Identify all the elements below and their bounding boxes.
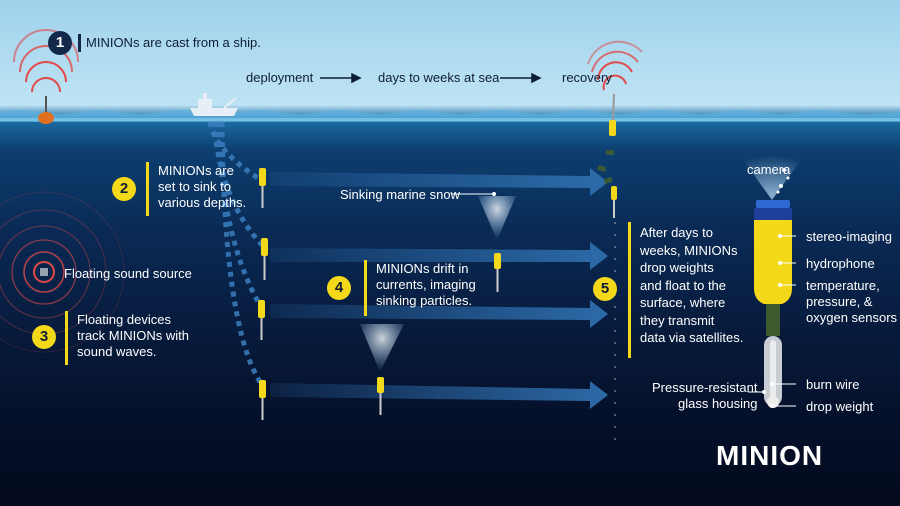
current-arrow-2: [270, 242, 608, 270]
recovery-float-icon: [587, 40, 643, 136]
drop-weight-label: drop weight: [806, 399, 874, 414]
timeline-deployment: deployment: [246, 70, 314, 85]
minion-floats: [258, 150, 617, 450]
step-3-text: Floating devices track MINIONs with soun…: [77, 312, 189, 359]
sinking-paths: [207, 121, 265, 387]
step-4-text: MINIONs drift in currents, imaging sinki…: [376, 261, 476, 308]
timeline-at-sea: days to weeks at sea: [378, 70, 500, 85]
step-3-badge: 3: [32, 325, 56, 349]
burn-wire-label: burn wire: [806, 377, 860, 392]
step-5-badge: 5: [593, 277, 617, 301]
ship-icon: [190, 93, 238, 116]
camera-label: camera: [747, 162, 791, 177]
minion-float-1: [259, 168, 266, 208]
step-1-badge: 1: [48, 31, 72, 55]
minion-device-diagram: [736, 150, 808, 408]
timeline-recovery: recovery: [562, 70, 612, 85]
glass-housing-label: Pressure-resistant glass housing: [652, 380, 758, 411]
step-3-bar: [65, 311, 68, 365]
minion-title: MINION: [716, 440, 824, 471]
step-5-bar: [628, 222, 631, 358]
step-1-bar: [78, 34, 81, 52]
step-5-text: After days to weeks, MINIONs drop weight…: [640, 225, 744, 345]
step-4-bar: [364, 260, 367, 316]
surface-highlight: [0, 118, 900, 121]
stereo-imaging-label: stereo-imaging: [806, 229, 892, 244]
buoy-left-icon: [13, 29, 79, 124]
device-callout-lines: [748, 234, 796, 408]
sound-source-icon: [40, 268, 48, 276]
minion-float-imaging-1: [494, 253, 501, 292]
current-arrow-1: [270, 168, 608, 196]
step-2-bar: [146, 162, 149, 216]
hydrophone-label: hydrophone: [806, 256, 875, 271]
minion-float-imaging-2: [377, 377, 384, 415]
marine-snow-label: Sinking marine snow: [340, 187, 460, 202]
step-1-text: MINIONs are cast from a ship.: [86, 35, 261, 50]
current-arrow-3: [270, 300, 608, 328]
step-2-badge: 2: [112, 177, 136, 201]
step-2-text: MINIONs are set to sink to various depth…: [158, 163, 247, 210]
marine-snow-pointer-dot: [492, 192, 496, 196]
minion-float-4: [259, 380, 266, 420]
minion-float-3: [258, 300, 265, 340]
current-arrow-4: [270, 381, 608, 409]
timeline-arrows: [320, 72, 542, 84]
sensors-label: temperature, pressure, & oxygen sensors: [806, 278, 898, 325]
minion-float-2: [261, 238, 268, 280]
step-4-badge: 4: [327, 276, 351, 300]
sound-source-label: Floating sound source: [64, 266, 192, 281]
current-arrows: [270, 168, 608, 409]
minion-float-rising-1: [611, 186, 617, 218]
